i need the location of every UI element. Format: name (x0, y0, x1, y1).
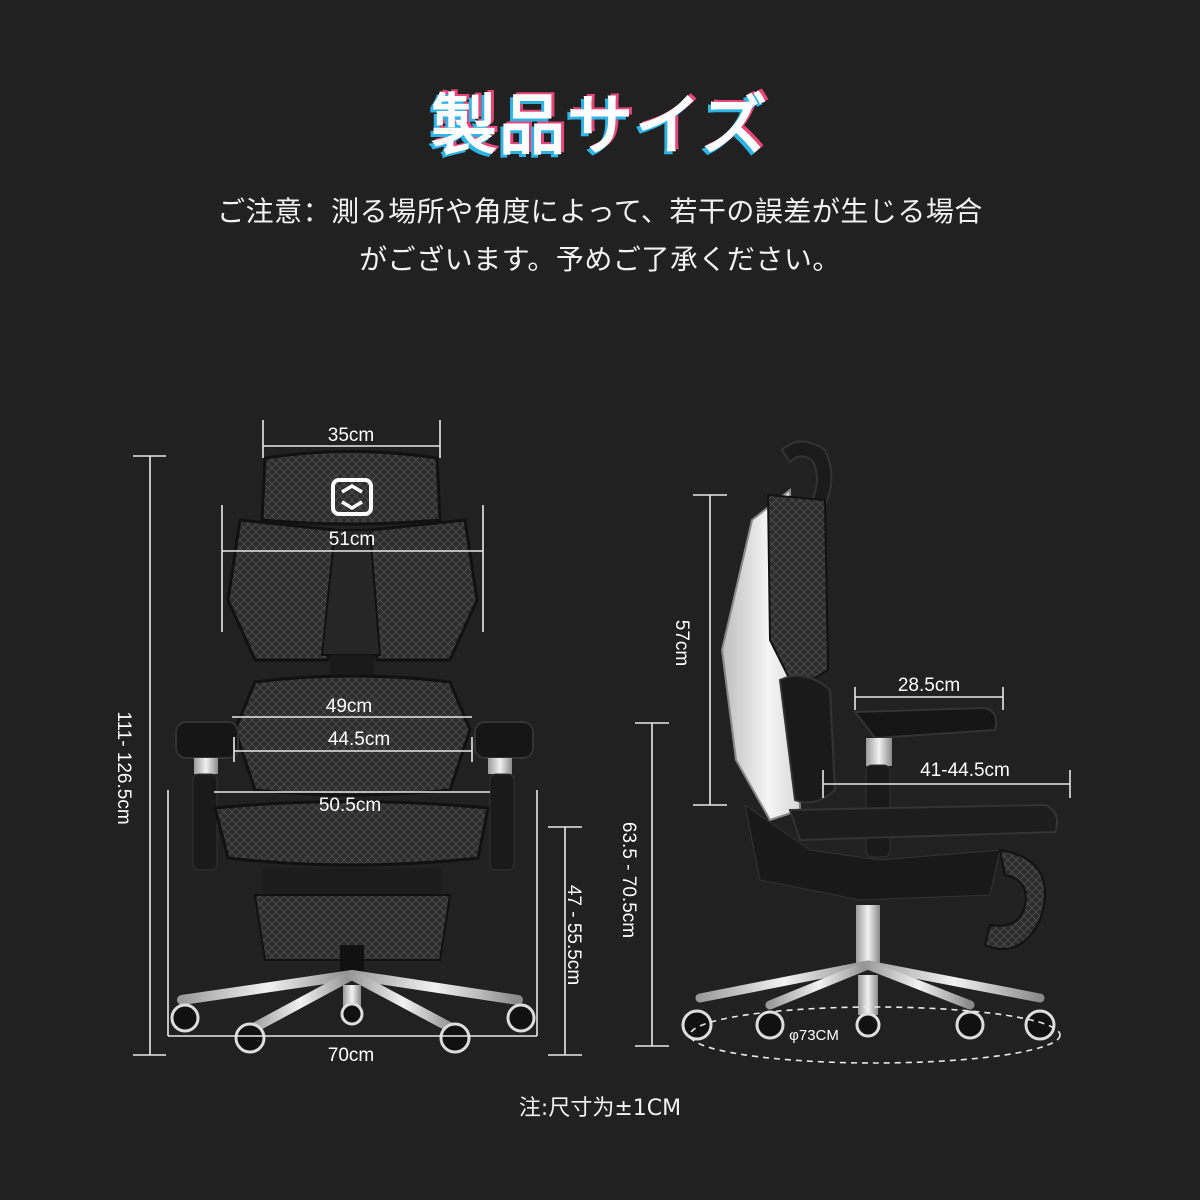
side-dimension-lines (635, 494, 1071, 1064)
base-diameter-label: φ73CM (789, 1027, 839, 1044)
brand-logo-icon (331, 478, 373, 516)
base-width-label: 70cm (328, 1045, 374, 1066)
seat-depth-label: 41-44.5cm (920, 760, 1010, 781)
side-chair-illustration (681, 440, 1058, 1041)
page-title: 製品サイズ (430, 87, 770, 164)
backrest-height-label: 57cm (671, 620, 692, 666)
armrest-depth-label: 28.5cm (898, 675, 960, 696)
armrest-inner-width-label: 44.5cm (328, 729, 390, 750)
measurement-note-line-1: ご注意：測る場所や角度によって、若干の誤差が生じる場合 (217, 195, 983, 228)
front-dimension-lines (133, 420, 582, 1056)
lumbar-width-label: 49cm (326, 696, 372, 717)
front-chair-illustration (170, 450, 536, 1054)
backrest-width-label: 51cm (329, 529, 375, 550)
total-height-label: 111- 126.5cm (113, 711, 134, 824)
tolerance-note: 注:尺寸为±1CM (518, 1096, 682, 1121)
seat-width-label: 50.5cm (319, 795, 381, 816)
seat-height-label: 47 - 55.5cm (563, 885, 584, 985)
armrest-height-label: 63.5 - 70.5cm (618, 822, 639, 938)
headrest-width-label: 35cm (328, 425, 374, 446)
measurement-note-line-2: がございます。予めご了承ください。 (359, 243, 841, 276)
